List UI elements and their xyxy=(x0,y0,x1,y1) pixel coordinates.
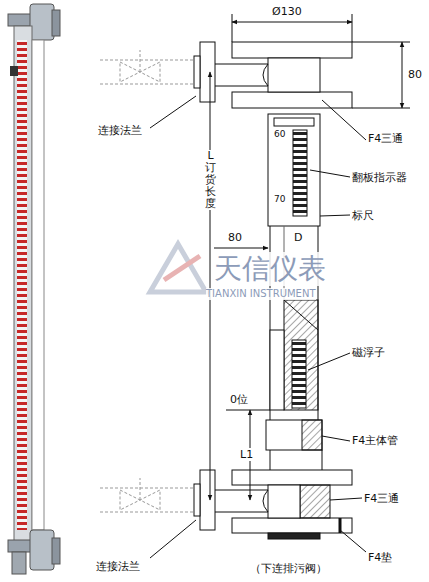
part-name: 翻板指示器 xyxy=(352,171,407,184)
watermark: 天信仪表 xyxy=(214,252,326,286)
diameter-label: D xyxy=(292,231,304,244)
part-name: F4三通 xyxy=(364,492,399,505)
part-name: F4主体管 xyxy=(352,434,398,447)
dimension-label: 80 xyxy=(406,68,424,81)
scale-number: 70 xyxy=(274,194,285,205)
dimension-label: L订货长度 xyxy=(203,150,218,210)
gauge-photo xyxy=(8,4,60,574)
note: （下连排污阀） xyxy=(250,562,327,575)
scale-number: 60 xyxy=(274,129,285,140)
gauge-section xyxy=(100,14,410,558)
dimension-label: L1 xyxy=(238,448,255,461)
watermark-logo xyxy=(150,244,206,292)
part-name: 连接法兰 xyxy=(96,124,144,137)
dimension-label: 80 xyxy=(228,231,242,244)
part-name: 磁浮子 xyxy=(352,346,385,359)
zero-mark: 0位 xyxy=(230,393,248,406)
part-name: F4垫 xyxy=(368,551,392,564)
part-name: 标尺 xyxy=(352,209,374,222)
watermark: TIANXIN INSTRUMENT xyxy=(206,288,316,300)
dimension-label: Ø130 xyxy=(270,5,304,18)
part-name: F4三通 xyxy=(368,132,403,145)
part-name: 连接法兰 xyxy=(96,560,140,573)
